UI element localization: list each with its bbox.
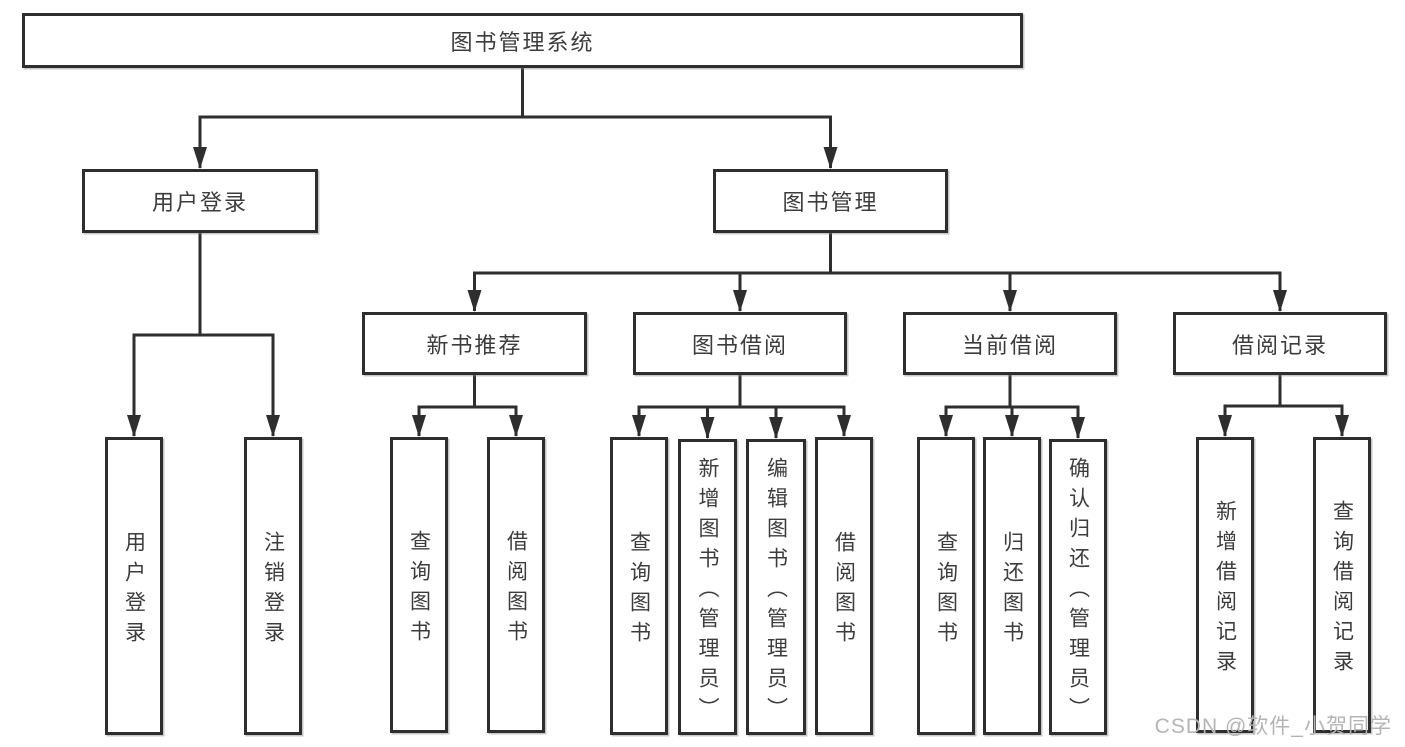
node-label-leaf-logout: 注销登录 (261, 530, 285, 651)
node-label-leaf-borrow-add: 新增图书（管理员） (696, 456, 719, 727)
edge-book-mgmt-to-borrow-records (829, 231, 1287, 312)
edge-new-book-rec-to-leaf-newbook-borrow (473, 373, 523, 437)
node-current-borrow: 当前借阅 (903, 312, 1117, 375)
node-label-leaf-current-return: 归还图书 (1000, 530, 1024, 651)
node-leaf-current-return: 归还图书 (983, 437, 1041, 735)
edge-root-to-user-login (193, 66, 524, 169)
node-leaf-newbook-query: 查询图书 (390, 437, 448, 733)
node-label-leaf-newbook-borrow: 借阅图书 (504, 529, 528, 650)
node-leaf-user-login: 用户登录 (105, 437, 163, 735)
edge-current-borrow-to-leaf-current-confirm (1008, 373, 1085, 439)
edge-root-to-book-mgmt (521, 66, 838, 169)
node-label-leaf-borrow-borrow: 借阅图书 (832, 530, 856, 651)
node-label-borrow-records: 借阅记录 (1231, 332, 1328, 358)
edge-book-mgmt-to-book-borrow (733, 231, 832, 312)
edge-book-mgmt-to-current-borrow (829, 231, 1017, 312)
node-label-new-book-rec: 新书推荐 (426, 332, 523, 358)
node-leaf-newbook-borrow: 借阅图书 (487, 437, 545, 733)
node-leaf-records-add: 新增借阅记录 (1196, 437, 1254, 733)
node-leaf-current-query: 查询图书 (917, 437, 975, 735)
edge-borrow-records-to-leaf-records-add (1218, 373, 1282, 437)
node-label-leaf-current-confirm: 确认归还（管理员） (1066, 456, 1090, 727)
node-label-book-borrow: 图书借阅 (691, 332, 788, 358)
node-label-leaf-newbook-query: 查询图书 (407, 529, 431, 650)
node-leaf-borrow-edit: 编辑图书（管理员） (746, 439, 806, 735)
node-leaf-logout: 注销登录 (244, 437, 302, 735)
node-label-current-borrow: 当前借阅 (961, 332, 1058, 358)
node-root: 图书管理系统 (22, 13, 1023, 68)
node-borrow-records: 借阅记录 (1173, 312, 1387, 375)
edge-book-borrow-to-leaf-borrow-borrow (738, 373, 851, 437)
node-label-book-mgmt: 图书管理 (782, 190, 879, 215)
node-label-leaf-records-add: 新增借阅记录 (1213, 499, 1237, 680)
node-user-login: 用户登录 (82, 169, 318, 233)
edge-new-book-rec-to-leaf-newbook-query (412, 373, 476, 437)
node-leaf-borrow-query: 查询图书 (610, 437, 668, 735)
edges-group (127, 66, 1349, 439)
edge-borrow-records-to-leaf-records-query (1278, 373, 1349, 437)
node-label-leaf-borrow-query: 查询图书 (627, 530, 651, 651)
node-label-user-login: 用户登录 (151, 190, 248, 215)
node-label-leaf-user-login: 用户登录 (122, 530, 146, 651)
edge-book-borrow-to-leaf-borrow-add (700, 373, 742, 439)
edge-current-borrow-to-leaf-current-query (939, 373, 1012, 437)
edge-book-borrow-to-leaf-borrow-query (632, 373, 742, 437)
edge-book-mgmt-to-new-book-rec (467, 231, 832, 312)
node-book-mgmt: 图书管理 (713, 169, 948, 233)
node-leaf-current-confirm: 确认归还（管理员） (1049, 439, 1107, 735)
node-leaf-records-query: 查询借阅记录 (1313, 437, 1371, 733)
node-label-root: 图书管理系统 (450, 29, 595, 55)
node-label-leaf-borrow-edit: 编辑图书（管理员） (764, 456, 788, 727)
node-book-borrow: 图书借阅 (633, 312, 847, 375)
node-label-leaf-current-query: 查询图书 (934, 530, 958, 651)
node-leaf-borrow-add: 新增图书（管理员） (678, 439, 737, 735)
edge-user-login-to-leaf-user-login (127, 231, 202, 437)
node-new-book-rec: 新书推荐 (362, 312, 587, 375)
node-leaf-borrow-borrow: 借阅图书 (815, 437, 873, 735)
node-label-leaf-records-query: 查询借阅记录 (1330, 499, 1354, 680)
edge-user-login-to-leaf-logout (198, 231, 280, 437)
